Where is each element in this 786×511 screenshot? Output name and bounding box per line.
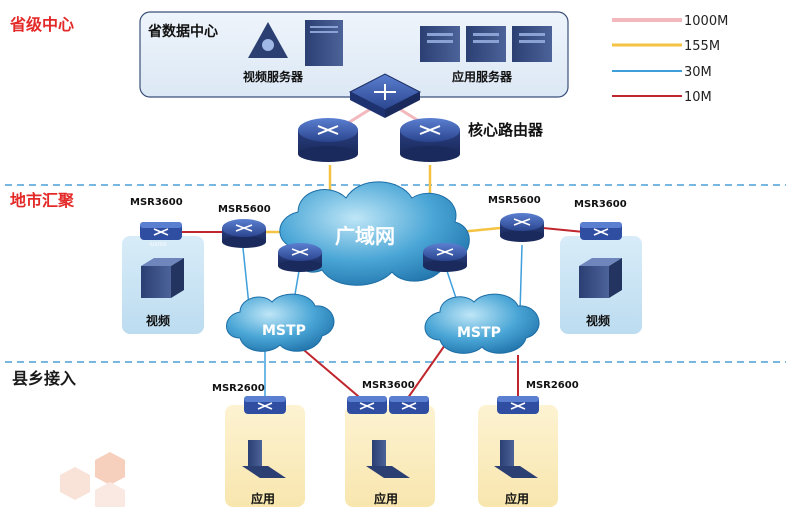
app2-label: 应用: [374, 491, 398, 506]
legend: 1000M 155M 30M 10M: [612, 14, 728, 105]
msr3600-right-label: MSR3600: [574, 199, 627, 210]
datacenter-title: 省数据中心: [147, 23, 218, 40]
core-router-label: 核心路由器: [468, 121, 544, 139]
tier-label-city: 地市汇聚: [10, 191, 75, 210]
core-switch-icon: [348, 73, 422, 118]
decorative-hexagons: [60, 452, 125, 507]
video-server-label: 视频服务器: [243, 69, 304, 84]
legend-label-1000m: 1000M: [684, 14, 728, 29]
wan-label: 广域网: [335, 224, 395, 248]
core-router-left-icon: [298, 118, 358, 162]
video-site-left: 视频: [122, 236, 204, 334]
app1-label: 应用: [251, 491, 275, 506]
router-tag: ROUTER: [150, 242, 167, 247]
app-server-label: 应用服务器: [452, 69, 513, 84]
msr3600-mid-icon: [347, 396, 429, 414]
msr2600-right-label: MSR2600: [526, 380, 579, 391]
msr2600-right-icon: [497, 396, 539, 414]
app-site-2: 应用: [345, 405, 435, 507]
msr2600-left-label: MSR2600: [212, 383, 265, 394]
legend-label-30m: 30M: [684, 65, 712, 80]
legend-label-155m: 155M: [684, 39, 720, 54]
tier-label-county: 县乡接入: [12, 369, 76, 388]
app3-label: 应用: [505, 491, 529, 506]
tier-label-province: 省级中心: [9, 15, 74, 34]
msr3600-mid-label: MSR3600: [362, 380, 415, 391]
msr5600-left-icon: [222, 219, 266, 248]
wan-router-left-icon: [278, 243, 322, 272]
province-datacenter: 省数据中心 视频服务器 应用服务器: [139, 11, 569, 98]
msr5600-left-label: MSR5600: [218, 204, 271, 215]
mstp-cloud-right: MSTP: [424, 293, 540, 354]
video-left-label: 视频: [146, 313, 170, 328]
msr5600-right-icon: [500, 213, 544, 242]
core-router-right-icon: [400, 118, 460, 162]
msr3600-right-icon: [580, 222, 622, 240]
app-site-3: 应用: [478, 405, 558, 507]
msr5600-right-label: MSR5600: [488, 195, 541, 206]
mstp-left-label: MSTP: [262, 323, 306, 339]
wan-router-right-icon: [423, 243, 467, 272]
app-site-1: 应用: [225, 405, 305, 507]
app-server-icon: [420, 26, 552, 62]
msr2600-left-icon: [244, 396, 286, 414]
msr3600-left-label: MSR3600: [130, 197, 183, 208]
legend-label-10m: 10M: [684, 90, 712, 105]
msr3600-left-icon: ROUTER: [140, 222, 182, 247]
wan-cloud: 广域网: [279, 181, 470, 286]
mstp-right-label: MSTP: [457, 325, 501, 341]
video-site-right: 视频: [560, 236, 642, 334]
mstp-cloud-left: MSTP: [226, 293, 335, 352]
video-server-icon: [248, 20, 343, 66]
video-right-label: 视频: [586, 313, 610, 328]
